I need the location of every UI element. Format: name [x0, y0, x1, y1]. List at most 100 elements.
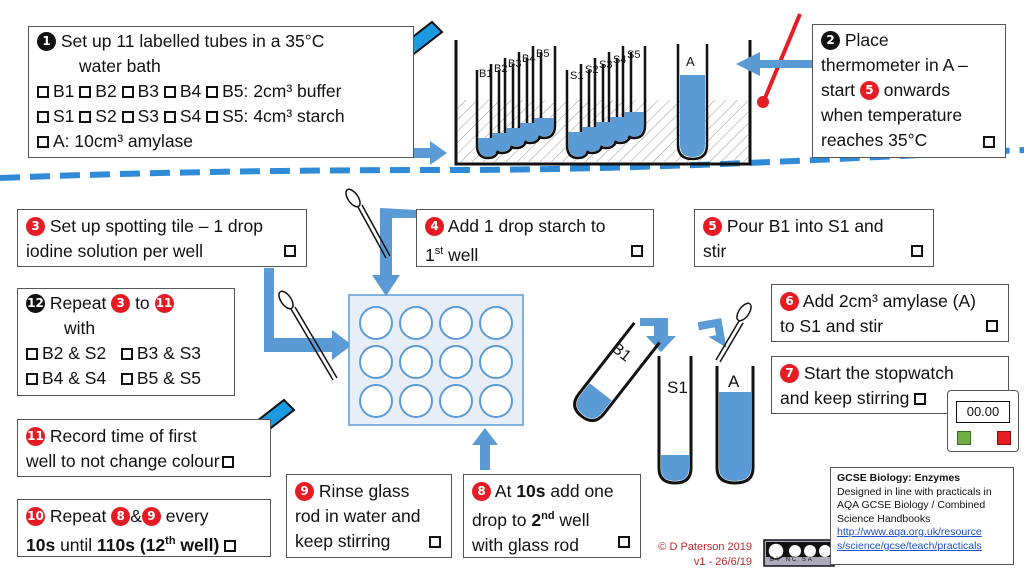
check-label: B3 & S3 [136, 343, 202, 363]
step-number: 2 [821, 31, 840, 50]
credit: © D Paterson 2019 v1 - 26/6/19 [648, 540, 752, 570]
step-text: keep stirring [295, 531, 391, 551]
checkbox[interactable] [26, 373, 38, 385]
step-number: 12 [26, 294, 45, 313]
step-text: At [494, 481, 517, 501]
step-number: 11 [26, 427, 45, 446]
tube-label-a2: A [728, 372, 740, 391]
checkbox[interactable] [37, 86, 49, 98]
step-ref-number: 11 [154, 294, 174, 313]
step-number: 4 [425, 217, 444, 236]
stopwatch-display: 00.00 [956, 401, 1010, 423]
step-text: Repeat [49, 506, 107, 526]
step-9-box: 9 Rinse glass rod in water and keep stir… [286, 474, 452, 558]
credit-version: v1 - 26/6/19 [693, 556, 752, 568]
step-text: until [55, 534, 98, 555]
step-text: rod in water and [295, 506, 421, 526]
step-text: Add 2cm³ amylase (A) [802, 291, 977, 311]
step-8-box: 8 At 10s add one drop to 2nd well with g… [463, 474, 641, 558]
tube-label: S5 [627, 49, 641, 61]
pipette-icons [278, 188, 752, 381]
step-text: Rinse glass [318, 481, 410, 501]
step-text: 1 [425, 244, 435, 265]
step-text: Place [844, 30, 889, 50]
b1-pour-tube [573, 321, 661, 422]
checkbox[interactable] [163, 86, 176, 98]
check-label: S4 [179, 106, 202, 126]
step-6-box: 6 Add 2cm³ amylase (A) to S1 and stir [771, 284, 1009, 342]
step-3-box: 3 Set up spotting tile – 1 drop iodine s… [17, 209, 307, 267]
step-number: 5 [703, 217, 722, 236]
cc-license-icon [763, 539, 835, 567]
checkbox[interactable] [79, 86, 92, 98]
checkbox[interactable] [986, 320, 998, 332]
checkbox[interactable] [120, 348, 133, 360]
checkbox[interactable] [224, 539, 237, 552]
checkbox[interactable] [37, 136, 49, 148]
tube-label: B5 [536, 48, 550, 60]
step-number: 3 [26, 217, 45, 236]
step-12-box: 12 Repeat 3 to 11 with B2 & S2 B3 & S3 B… [17, 288, 235, 396]
checkbox[interactable] [206, 111, 219, 123]
checkbox[interactable] [221, 456, 234, 468]
step-text: & [130, 506, 142, 526]
checkbox[interactable] [26, 348, 38, 360]
step-ref-number: 3 [111, 294, 131, 313]
step-text: add one [545, 481, 614, 501]
tube-label: B3 [508, 58, 522, 70]
checkbox[interactable] [618, 536, 630, 548]
step-text: onwards [883, 80, 950, 100]
stopwatch-start-button[interactable] [957, 431, 971, 445]
info-link[interactable]: s/science/gcse/teach/practicals [837, 539, 982, 552]
step-text: 2 [531, 509, 542, 530]
check-label: B1 [53, 81, 75, 101]
checkbox[interactable] [121, 111, 134, 123]
checkbox[interactable] [983, 136, 995, 148]
info-text: Designed in line with practicals in [837, 485, 992, 498]
tube-label: S1 [570, 70, 584, 82]
step-number: 9 [295, 482, 314, 501]
checkbox[interactable] [79, 111, 92, 123]
s-checklist: S1 S2 S3 S4 S5: 4cm³ starch [37, 104, 405, 129]
step-ref-number: 5 [859, 81, 879, 100]
step-text: Start the stopwatch [803, 363, 954, 383]
tube-label: S2 [585, 64, 599, 76]
step-text: water bath [79, 56, 161, 76]
superscript: st [434, 245, 444, 257]
s1-tube [657, 356, 693, 485]
step-text: Repeat [49, 293, 107, 313]
tube-label: B1 [479, 68, 493, 80]
check-label: S1 [53, 106, 75, 126]
checkbox[interactable] [121, 86, 134, 98]
checkbox[interactable] [911, 245, 923, 257]
step-text: 110s (12 [97, 534, 166, 555]
step-text: when temperature [821, 105, 963, 125]
checkbox[interactable] [631, 245, 643, 257]
checkbox[interactable] [120, 373, 133, 385]
checkbox[interactable] [914, 393, 927, 405]
step-10-box: 10 Repeat 8&9 every 10s until 110s (12th… [17, 499, 271, 557]
credit-author: © D Paterson 2019 [658, 541, 752, 553]
checkbox[interactable] [206, 86, 219, 98]
step-text: with glass rod [472, 534, 579, 555]
step-text: 10s [516, 481, 546, 501]
check-label: B2 & S2 [42, 343, 107, 363]
checkbox[interactable] [429, 536, 441, 548]
stopwatch-icon: 00.00 [947, 390, 1019, 452]
checkbox[interactable] [37, 111, 49, 123]
stopwatch-stop-button[interactable] [997, 431, 1011, 445]
step-text: with [64, 318, 96, 338]
superscript: th [165, 535, 176, 547]
checkbox[interactable] [163, 111, 176, 123]
step-text: Set up 11 labelled tubes in a 35°C [60, 31, 325, 51]
step-text: Set up spotting tile – 1 drop [49, 216, 263, 236]
step-5-box: 5 Pour B1 into S1 and stir [694, 209, 934, 267]
info-link[interactable]: http://www.aqa.org.uk/resource [837, 526, 982, 538]
step-text: stir [703, 241, 727, 261]
step-text: to [135, 293, 150, 313]
step-number: 8 [472, 482, 491, 501]
step-text: well) [175, 534, 220, 555]
checkbox[interactable] [284, 245, 296, 257]
flow-arrows [264, 52, 812, 470]
step-text: Record time of first [49, 426, 197, 446]
